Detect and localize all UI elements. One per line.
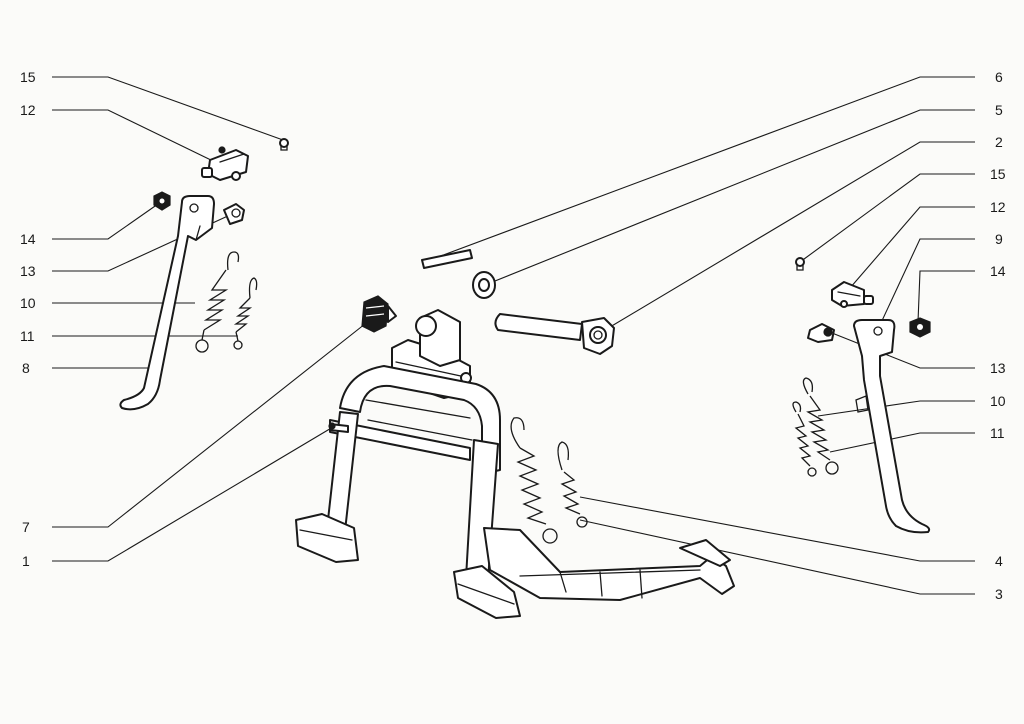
- leader-left-14: [52, 203, 159, 240]
- left-side-stand-assembly: [119, 138, 289, 411]
- callout-right-14: 14: [990, 263, 1006, 279]
- cotter-pin-part: [328, 422, 349, 433]
- callout-labels: 15 12 14 13 10 11 8 7 1 6 5 2 15 12 9 14…: [20, 69, 1006, 602]
- leader-right-15: [799, 173, 975, 263]
- callout-right-11: 11: [990, 425, 1005, 441]
- callout-left-12: 12: [20, 102, 36, 118]
- leader-lines: [52, 76, 975, 595]
- washer-part: [472, 271, 496, 299]
- callout-left-8: 8: [22, 360, 30, 376]
- left-spring-small: [233, 277, 258, 350]
- callout-right-15: 15: [990, 166, 1006, 182]
- left-side-stand-leg: [119, 195, 215, 411]
- callout-left-13: 13: [20, 263, 36, 279]
- leader-right-13: [831, 332, 975, 369]
- leader-right-10: [817, 400, 975, 417]
- rubber-stop-part: [361, 295, 397, 333]
- right-spring-large: [802, 377, 839, 475]
- callout-right-9: 9: [995, 231, 1003, 247]
- callout-right-13: 13: [990, 360, 1006, 376]
- callout-left-1: 1: [22, 553, 30, 569]
- right-spring-small: [792, 401, 817, 477]
- left-screw-part: [279, 138, 289, 151]
- right-side-stand-assembly: [792, 257, 931, 534]
- callout-left-10: 10: [20, 295, 36, 311]
- right-switch-part: [831, 281, 874, 308]
- center-spring-large: [510, 417, 558, 544]
- leader-left-1: [52, 426, 334, 562]
- callout-right-6: 6: [995, 69, 1003, 85]
- callout-left-7: 7: [22, 519, 30, 535]
- callout-right-4: 4: [995, 553, 1003, 569]
- main-stand-frame: [295, 309, 735, 619]
- shaft-bolt-part: [494, 313, 615, 355]
- leader-right-11: [829, 432, 975, 453]
- right-side-stand-leg: [853, 319, 931, 534]
- leader-right-9: [879, 238, 975, 326]
- callout-right-3: 3: [995, 586, 1003, 602]
- leader-right-5: [484, 109, 975, 286]
- callout-left-11: 11: [20, 328, 35, 344]
- leader-right-6: [429, 76, 975, 261]
- leader-right-12: [849, 206, 975, 289]
- callout-right-10: 10: [990, 393, 1006, 409]
- callout-left-15: 15: [20, 69, 36, 85]
- leader-right-4: [579, 496, 975, 562]
- left-nut-part: [153, 191, 171, 211]
- leader-left-7: [52, 319, 371, 528]
- callout-right-5: 5: [995, 102, 1003, 118]
- left-spring-large: [195, 251, 240, 353]
- leader-right-14: [917, 270, 975, 323]
- center-spring-small: [557, 441, 588, 528]
- right-screw-part: [795, 257, 805, 271]
- leader-left-12: [52, 109, 216, 163]
- left-switch-part: [201, 146, 249, 181]
- right-bolt-part: [807, 323, 835, 343]
- callout-left-14: 14: [20, 231, 36, 247]
- callout-right-2: 2: [995, 134, 1003, 150]
- right-nut-part: [909, 317, 931, 338]
- callout-right-12: 12: [990, 199, 1006, 215]
- leader-right-2: [604, 141, 975, 331]
- leader-left-15: [52, 76, 284, 141]
- pin-part: [421, 249, 473, 269]
- left-bolt-part: [223, 203, 245, 225]
- center-stand-assembly: [295, 249, 735, 619]
